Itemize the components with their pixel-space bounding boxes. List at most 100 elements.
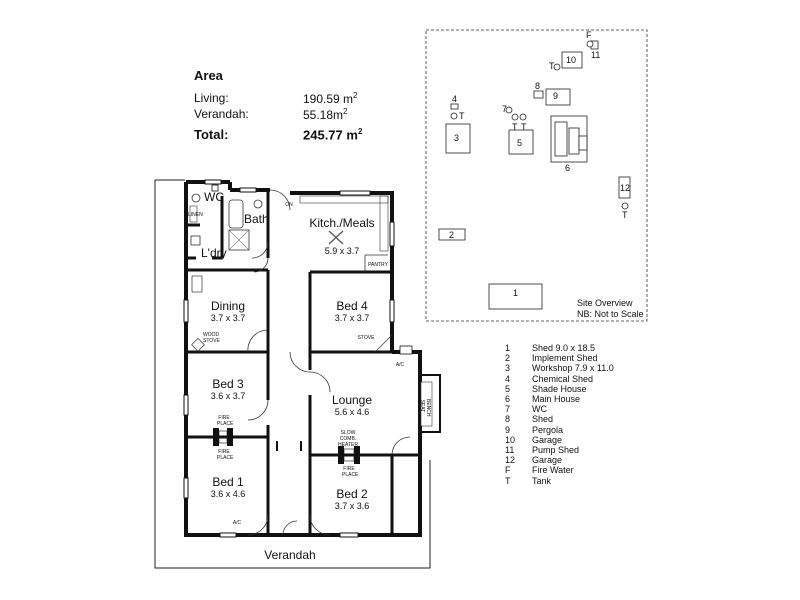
room-kitchen-label: Kitch./Meals 5.9 x 3.7 bbox=[309, 216, 375, 256]
room-wc-label: WC bbox=[204, 190, 224, 204]
legend-text: Pump Shed bbox=[532, 445, 580, 456]
site-label-7-tank-b: T bbox=[521, 122, 527, 132]
basin bbox=[253, 199, 263, 209]
legend-item: 10 Garage bbox=[505, 435, 614, 445]
on-label: ON bbox=[285, 202, 293, 208]
site-overview-border bbox=[425, 29, 648, 322]
dining-stove-fixture bbox=[191, 275, 203, 293]
bay-window bbox=[420, 374, 441, 433]
legend-key: 4 bbox=[505, 373, 511, 384]
site-tanks bbox=[450, 40, 629, 210]
site-overview-note: Site Overview NB: Not to Scale bbox=[577, 298, 644, 319]
bed4-stove-corner bbox=[374, 334, 393, 353]
total-value: 245.77 m2 bbox=[303, 127, 363, 143]
site-label-fire-water: F bbox=[586, 30, 592, 40]
legend-item: 1 Shed 9.0 x 18.5 bbox=[505, 343, 614, 353]
bench-seat-box bbox=[420, 381, 433, 427]
room-bath-label: Bath bbox=[244, 212, 269, 226]
legend-item: 7 WC bbox=[505, 404, 614, 414]
legend-text: Implement Shed bbox=[532, 353, 598, 364]
legend-text: Shade House bbox=[532, 383, 587, 394]
verandah-area-value: 55.18m2 bbox=[303, 107, 348, 122]
site-label-7: 7 bbox=[502, 104, 508, 114]
site-label-12: 12 bbox=[620, 183, 631, 193]
room-bed3-label: Bed 3 3.6 x 3.7 bbox=[210, 377, 246, 401]
legend-item: 11 Pump Shed bbox=[505, 445, 614, 455]
ac-unit bbox=[399, 345, 413, 355]
legend-item: 8 Shed bbox=[505, 414, 614, 424]
site-chemical-shed-4 bbox=[450, 103, 459, 110]
site-shade-house-5 bbox=[508, 129, 534, 155]
site-garage-10 bbox=[561, 51, 583, 69]
site-garage-12 bbox=[618, 176, 631, 199]
verandah-outline-left bbox=[154, 180, 431, 569]
site-label-10: 10 bbox=[566, 55, 577, 65]
site-label-6: 6 bbox=[565, 163, 571, 173]
legend-item: F Fire Water bbox=[505, 465, 614, 475]
site-label-8: 8 bbox=[535, 81, 541, 91]
legend-key: T bbox=[505, 475, 511, 486]
shower bbox=[228, 229, 250, 251]
site-shed-8 bbox=[533, 90, 544, 99]
legend-key: 8 bbox=[505, 414, 511, 425]
room-bed2-label: Bed 2 3.7 x 3.6 bbox=[334, 487, 370, 511]
room-bed1-label: Bed 1 3.6 x 4.6 bbox=[210, 475, 246, 499]
kitchen-bench bbox=[299, 195, 389, 204]
legend-text: Garage bbox=[532, 455, 563, 466]
room-lounge-label: Lounge 5.6 x 4.6 bbox=[331, 393, 373, 417]
living-label: Living: bbox=[194, 91, 229, 105]
living-value: 190.59 m2 bbox=[303, 91, 358, 106]
site-label-12-tank: T bbox=[622, 210, 628, 220]
area-title: Area bbox=[194, 68, 223, 83]
legend-key: 2 bbox=[505, 353, 511, 364]
toilet bbox=[191, 193, 201, 203]
total-label: Total: bbox=[194, 127, 229, 142]
site-shed-1 bbox=[488, 283, 543, 310]
legend-item: 2 Implement Shed bbox=[505, 353, 614, 363]
laundry-tub bbox=[190, 235, 201, 246]
legend-text: Shed bbox=[532, 414, 554, 425]
legend-item: 5 Shade House bbox=[505, 384, 614, 394]
legend-text: Shed 9.0 x 18.5 bbox=[532, 343, 596, 353]
fireplace-bed3-bed1 bbox=[213, 428, 233, 446]
site-label-5: 5 bbox=[517, 138, 523, 148]
legend-key: 6 bbox=[505, 394, 511, 405]
site-pergola-9 bbox=[545, 88, 571, 106]
windows bbox=[183, 179, 395, 538]
legend-key: 5 bbox=[505, 383, 511, 394]
room-laundry-label: L'dry bbox=[201, 246, 227, 260]
verandah-label: Verandah bbox=[264, 548, 316, 562]
legend-key: 11 bbox=[505, 445, 515, 456]
room-dining-label: Dining 3.7 x 3.7 bbox=[210, 299, 246, 323]
legend-key: 9 bbox=[505, 424, 511, 435]
legend-text: Tank bbox=[532, 475, 552, 486]
room-bed4-label: Bed 4 3.7 x 3.7 bbox=[334, 299, 370, 323]
fireplace-bed1-label: FIRE PLACE bbox=[217, 449, 234, 461]
legend-key: F bbox=[505, 465, 511, 476]
pantry-label: PANTRY bbox=[368, 262, 388, 268]
legend-item: 4 Chemical Shed bbox=[505, 374, 614, 384]
site-label-1: 1 bbox=[513, 288, 519, 298]
legend-key: 1 bbox=[505, 343, 511, 353]
legend-text: Chemical Shed bbox=[532, 373, 594, 384]
site-label-9: 9 bbox=[553, 91, 559, 101]
site-implement-shed-2 bbox=[438, 228, 466, 241]
verandah-area-label: Verandah: bbox=[194, 107, 249, 121]
legend-key: 7 bbox=[505, 404, 511, 415]
legend-key: 10 bbox=[505, 434, 516, 445]
wood-stove-box bbox=[191, 337, 205, 352]
site-label-3: 3 bbox=[454, 133, 460, 143]
fireplace-lounge-bed2 bbox=[338, 446, 360, 464]
legend-text: WC bbox=[532, 404, 547, 415]
legend-text: Workshop 7.9 x 11.0 bbox=[532, 363, 614, 374]
site-label-11: 11 bbox=[591, 50, 601, 60]
legend-key: 12 bbox=[505, 455, 516, 466]
legend-text: Fire Water bbox=[532, 465, 574, 476]
site-label-10-tank: T bbox=[549, 61, 555, 71]
site-label-4-tank: T bbox=[459, 111, 465, 121]
legend-text: Garage bbox=[532, 434, 563, 445]
